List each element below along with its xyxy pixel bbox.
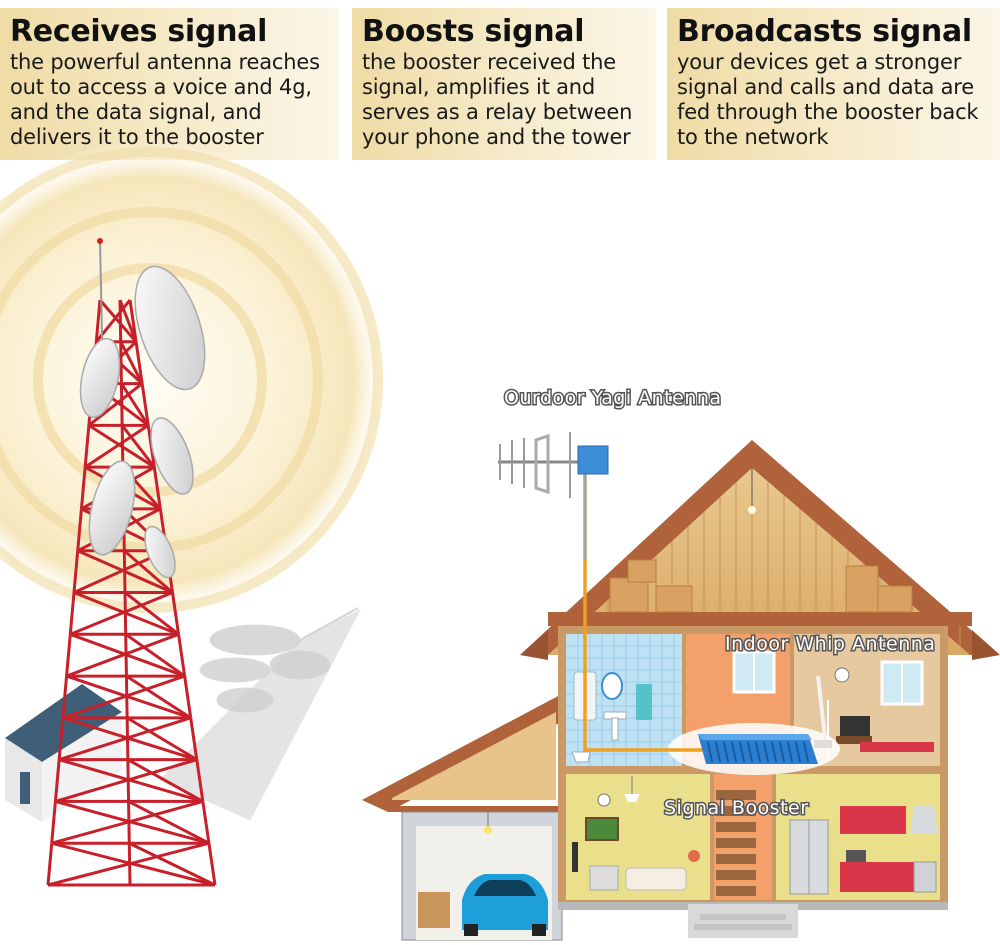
tower-leg — [177, 634, 187, 677]
tower-brace — [120, 424, 156, 469]
tower-leg — [65, 634, 72, 677]
whip-antenna — [814, 675, 832, 748]
staircase — [716, 790, 756, 896]
tower-brace — [51, 799, 204, 845]
booster-fin — [779, 741, 785, 763]
signal-booster-device — [698, 734, 818, 764]
tower-brace — [128, 841, 216, 887]
booster-fin — [763, 741, 769, 763]
label-indoor-whip-antenna: Indoor Whip Antenna — [725, 633, 935, 655]
tower-leg — [128, 299, 138, 343]
panel-title: Broadcasts signal — [677, 14, 972, 49]
panel-receives-signal: Receives signal the powerful antenna rea… — [0, 8, 338, 160]
tower-leg — [76, 508, 83, 551]
tower-dishes — [79, 265, 206, 579]
tower-brace — [66, 632, 180, 678]
booster-fin — [723, 741, 729, 763]
booster-fin — [755, 741, 761, 763]
booster-fin — [715, 741, 721, 763]
tower-brace — [55, 758, 198, 803]
tower-leg — [61, 675, 69, 718]
tower-brace — [84, 424, 150, 469]
tower-brace — [47, 841, 210, 887]
tower-brace — [126, 716, 198, 761]
tower-leg — [189, 717, 199, 760]
booster-fin — [731, 741, 737, 763]
storage-box — [418, 892, 450, 928]
tower-brace — [87, 382, 144, 427]
dish-icon — [134, 265, 206, 391]
booster-fin — [739, 741, 745, 763]
tower-brace — [88, 424, 156, 469]
dish-icon — [150, 417, 194, 495]
tower-leg — [53, 759, 61, 802]
label-signal-booster: Signal Booster — [664, 797, 809, 819]
tower-brace — [69, 591, 174, 636]
panel-body: your devices get a stronger signal and c… — [677, 50, 979, 149]
tower-leg — [46, 843, 54, 886]
tower-leg — [94, 299, 102, 342]
booster-fin — [803, 741, 809, 763]
panel-broadcasts-signal: Broadcasts signal your devices get a str… — [667, 8, 1000, 160]
booster-fin — [747, 741, 753, 763]
panel-title: Receives signal — [10, 14, 268, 49]
house — [362, 440, 1000, 941]
tower-beacon — [97, 238, 103, 244]
tower-brace — [69, 632, 186, 678]
booster-fin — [787, 741, 793, 763]
tower-leg — [68, 592, 76, 635]
tower-leg — [201, 801, 211, 844]
panel-body: the powerful antenna reaches out to acce… — [10, 50, 320, 149]
tower-leg — [79, 467, 87, 510]
tower-leg — [171, 592, 181, 635]
booster-fin — [707, 741, 713, 763]
tower-brace — [124, 633, 186, 678]
tower-brace — [127, 758, 204, 803]
tower-leg — [140, 383, 150, 426]
dish-icon — [144, 525, 176, 579]
tower-leg — [118, 299, 123, 342]
tower-brace — [118, 299, 138, 343]
attic-boxes — [609, 559, 913, 613]
car — [462, 874, 548, 936]
tower-brace — [77, 549, 174, 594]
tower-shadow — [159, 607, 362, 821]
cell-tower — [46, 299, 217, 887]
panel-boosts-signal: Boosts signal the booster received the s… — [352, 8, 656, 160]
tower-brace — [124, 591, 180, 636]
tower-leg — [134, 341, 144, 384]
tower-leg — [83, 425, 91, 468]
tower-brace — [123, 549, 174, 594]
tower-brace — [120, 382, 150, 427]
panel-title: Boosts signal — [362, 14, 585, 49]
dish-icon — [88, 460, 136, 556]
tower-brace — [119, 341, 144, 385]
tower-leg — [50, 801, 57, 844]
tower-leg — [195, 759, 205, 802]
tower-leg — [207, 842, 217, 886]
booster-fin — [771, 741, 777, 763]
booster-fin — [795, 741, 801, 763]
label-yagi-antenna: Ourdoor Yagi Antenna — [504, 387, 722, 409]
tower-leg — [72, 550, 80, 593]
tower-brace — [62, 674, 186, 720]
tower-leg — [57, 717, 65, 760]
tower-brace — [58, 716, 192, 762]
panel-body: the booster received the signal, amplifi… — [362, 50, 633, 149]
tower-brace — [125, 674, 192, 720]
tower-brace — [127, 800, 210, 845]
tower-leg — [183, 675, 193, 719]
dish-icon — [79, 337, 121, 419]
tower-brace — [73, 591, 180, 636]
tower-brace — [66, 674, 192, 720]
tower-leg — [152, 466, 162, 510]
tower-brace — [98, 299, 138, 343]
yagi-antenna — [498, 432, 609, 560]
